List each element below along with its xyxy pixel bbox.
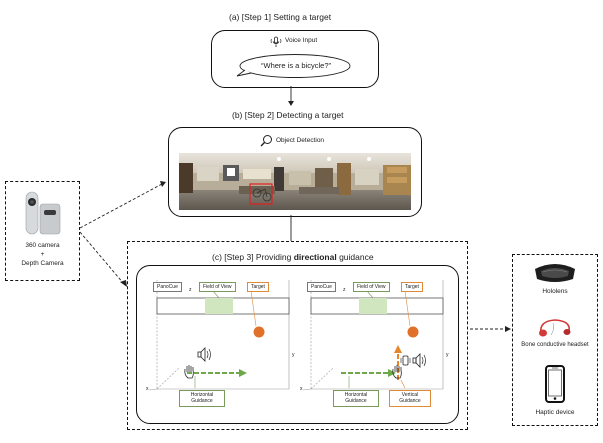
- step3-title: (c) [Step 3] Providing directional guida…: [212, 252, 374, 262]
- right-axis-x: x: [300, 386, 303, 392]
- left-axis-x: x: [146, 386, 149, 392]
- right-fov-label: Field of View: [353, 282, 390, 292]
- speech-text: “Where is a bicycle?”: [261, 61, 332, 70]
- right-panel: PanoCue Field of View Target z y x Horiz…: [297, 272, 449, 418]
- hololens-label: Hololens: [542, 288, 568, 295]
- step1-box: Voice Input “Where is a bicycle?”: [211, 30, 379, 88]
- right-horizontal-guidance-label: Horizontal Guidance: [333, 390, 379, 407]
- left-panel: PanoCue Field of View Target z y x Horiz…: [143, 272, 295, 418]
- left-target-label: Target: [247, 282, 269, 292]
- step3-title-post: guidance: [336, 252, 374, 262]
- camera-box: 360 camera + Depth Camera: [5, 181, 80, 281]
- fov-region: [359, 298, 387, 314]
- hand-icon: [392, 365, 402, 379]
- vibration-icon: [400, 355, 411, 366]
- right-axis-z: z: [343, 287, 346, 293]
- left-fov-label: Field of View: [199, 282, 236, 292]
- camera-label-2: +: [40, 251, 45, 258]
- speaker-icon: [412, 353, 426, 368]
- panorama-image: [179, 153, 411, 210]
- left-horizontal-guidance-text: Horizontal Guidance: [190, 392, 214, 405]
- fov-region: [205, 298, 233, 314]
- left-axis-y: y: [292, 352, 295, 358]
- phone-icon: [545, 365, 565, 403]
- left-panocue-label: PanoCue: [153, 282, 182, 292]
- right-vertical-guidance-label: Vertical Guidance: [389, 390, 431, 407]
- headset-image: [537, 317, 573, 339]
- right-panocue-label: PanoCue: [307, 282, 336, 292]
- voice-input-label: Voice Input: [285, 37, 318, 44]
- step2-title: (b) [Step 2] Detecting a target: [232, 110, 344, 120]
- headset-label: Bone conductive headset: [521, 342, 589, 348]
- right-target-label: Target: [401, 282, 423, 292]
- magnifier-icon: [260, 134, 273, 147]
- speaker-icon: [197, 347, 211, 362]
- object-detection-label: Object Detection: [276, 137, 325, 144]
- devices-box: Hololens Bone conductive headset Haptic …: [512, 254, 598, 426]
- step3-outer: [127, 241, 468, 430]
- left-panel-graphics: [148, 280, 290, 391]
- left-horizontal-guidance-label: Horizontal Guidance: [179, 390, 225, 407]
- speech-bubble: [236, 53, 352, 79]
- right-panel-graphics: [302, 280, 444, 391]
- right-horizontal-guidance-text: Horizontal Guidance: [344, 392, 368, 405]
- left-axis-z: z: [189, 287, 192, 293]
- target-ball: [407, 326, 419, 338]
- step3-box: PanoCue Field of View Target z y x Horiz…: [136, 265, 459, 424]
- hand-icon: [184, 365, 194, 379]
- hololens-image: [533, 261, 577, 285]
- step3-title-bold: directional: [293, 252, 337, 262]
- haptic-label: Haptic device: [535, 409, 575, 416]
- camera-label-3: Depth Camera: [21, 260, 64, 267]
- step1-title: (a) [Step 1] Setting a target: [229, 12, 332, 22]
- right-axis-y: y: [446, 352, 449, 358]
- camera-image: [16, 190, 66, 238]
- target-ball: [253, 326, 265, 338]
- camera-label-1: 360 camera: [25, 242, 60, 249]
- right-vertical-guidance-text: Vertical Guidance: [399, 392, 421, 405]
- microphone-icon: [270, 35, 282, 47]
- step2-box: Object Detection: [168, 127, 422, 217]
- detection-box: [249, 183, 273, 205]
- step3-title-pre: (c) [Step 3] Providing: [212, 252, 294, 262]
